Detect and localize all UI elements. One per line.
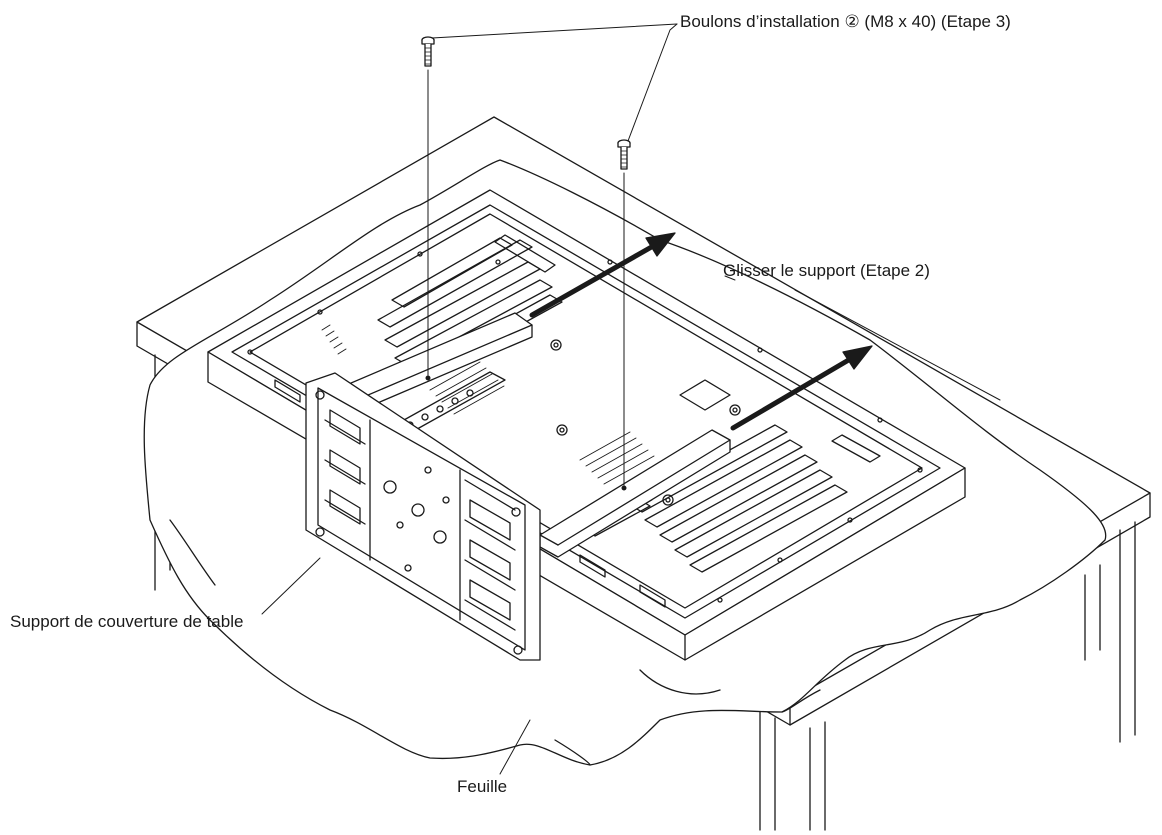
- sheet-label: Feuille: [457, 777, 508, 796]
- bolts-label: Boulons d’installation ② (M8 x 40) (Etap…: [680, 12, 1011, 31]
- slide-arrows: [529, 232, 873, 431]
- slide-bracket-label: Glisser le support (Etape 2): [723, 261, 930, 280]
- side-handle: [274, 379, 301, 403]
- leader-lines: [261, 23, 1001, 775]
- table-cover-support-label: Support de couverture de table: [10, 612, 244, 631]
- bolt-guide-lines: [425, 69, 627, 491]
- panel-holes: [247, 251, 923, 603]
- bracket: [305, 312, 731, 661]
- panel-hatch: [679, 379, 731, 411]
- side-handle: [579, 554, 606, 578]
- sheet-folds: [169, 519, 821, 766]
- bracket-holes: [315, 390, 523, 655]
- bolts: [421, 36, 631, 170]
- bracket-ribs: [324, 409, 516, 631]
- bracket-plate: [305, 372, 541, 661]
- side-handle: [639, 584, 666, 608]
